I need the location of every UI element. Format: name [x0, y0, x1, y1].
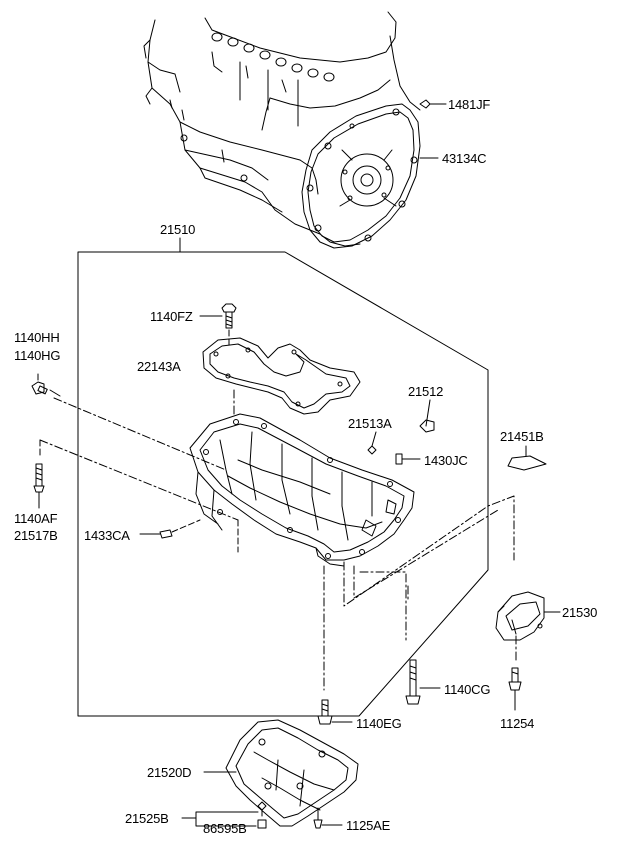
oil-pan-upper — [189, 413, 415, 567]
dowel-1433CA — [139, 519, 201, 539]
label-1481JF: 1481JF — [448, 97, 491, 112]
bolt-1140AF — [33, 439, 239, 553]
label-1430JC: 1430JC — [424, 453, 468, 468]
label-21513A: 21513A — [348, 416, 392, 431]
label-21530: 21530 — [562, 605, 598, 620]
label-1140EG: 1140EG — [356, 716, 402, 731]
label-1125AE: 1125AE — [346, 818, 391, 833]
label-21451B: 21451B — [500, 429, 544, 444]
plug-21525B — [181, 801, 267, 829]
bolt-1140EG — [317, 699, 353, 725]
label-86595B: 86595B — [203, 821, 247, 836]
leader-dash-lines — [233, 389, 517, 691]
label-1140HG: 1140HG — [14, 348, 61, 363]
label-22143A: 22143A — [137, 359, 181, 374]
bolt-1481JF — [419, 99, 447, 109]
label-1140HH: 1140HH — [14, 330, 60, 345]
label-1140FZ: 1140FZ — [150, 309, 193, 324]
label-21525B: 21525B — [125, 811, 169, 826]
bracket-21530 — [495, 591, 561, 641]
lower-pan-21520D — [203, 719, 359, 827]
label-1140AF: 1140AF — [14, 511, 58, 526]
label-21510: 21510 — [160, 222, 196, 237]
drive-plate-43134C — [301, 103, 421, 249]
label-1433CA: 1433CA — [84, 528, 130, 543]
label-11254: 11254 — [500, 716, 535, 731]
label-21520D: 21520D — [147, 765, 192, 780]
part-21513A — [367, 431, 377, 455]
pin-1430JC — [395, 453, 421, 465]
label-21517B: 21517B — [14, 528, 58, 543]
engine-block — [143, 11, 421, 247]
assembly-frame-21510 — [77, 237, 489, 717]
drain-plug-21512 — [419, 399, 435, 433]
bolt-1125AE — [313, 807, 343, 829]
label-1140CG: 1140CG — [444, 682, 491, 697]
bolt-1140FZ — [199, 303, 237, 349]
baffle-plate-22143A — [202, 337, 361, 415]
bolt-11254 — [508, 667, 522, 711]
bolt-1140HH — [31, 373, 227, 471]
label-43134C: 43134C — [442, 151, 487, 166]
bolt-1140CG — [405, 659, 441, 705]
label-21512: 21512 — [408, 384, 444, 399]
bracket-21451B — [507, 445, 547, 471]
